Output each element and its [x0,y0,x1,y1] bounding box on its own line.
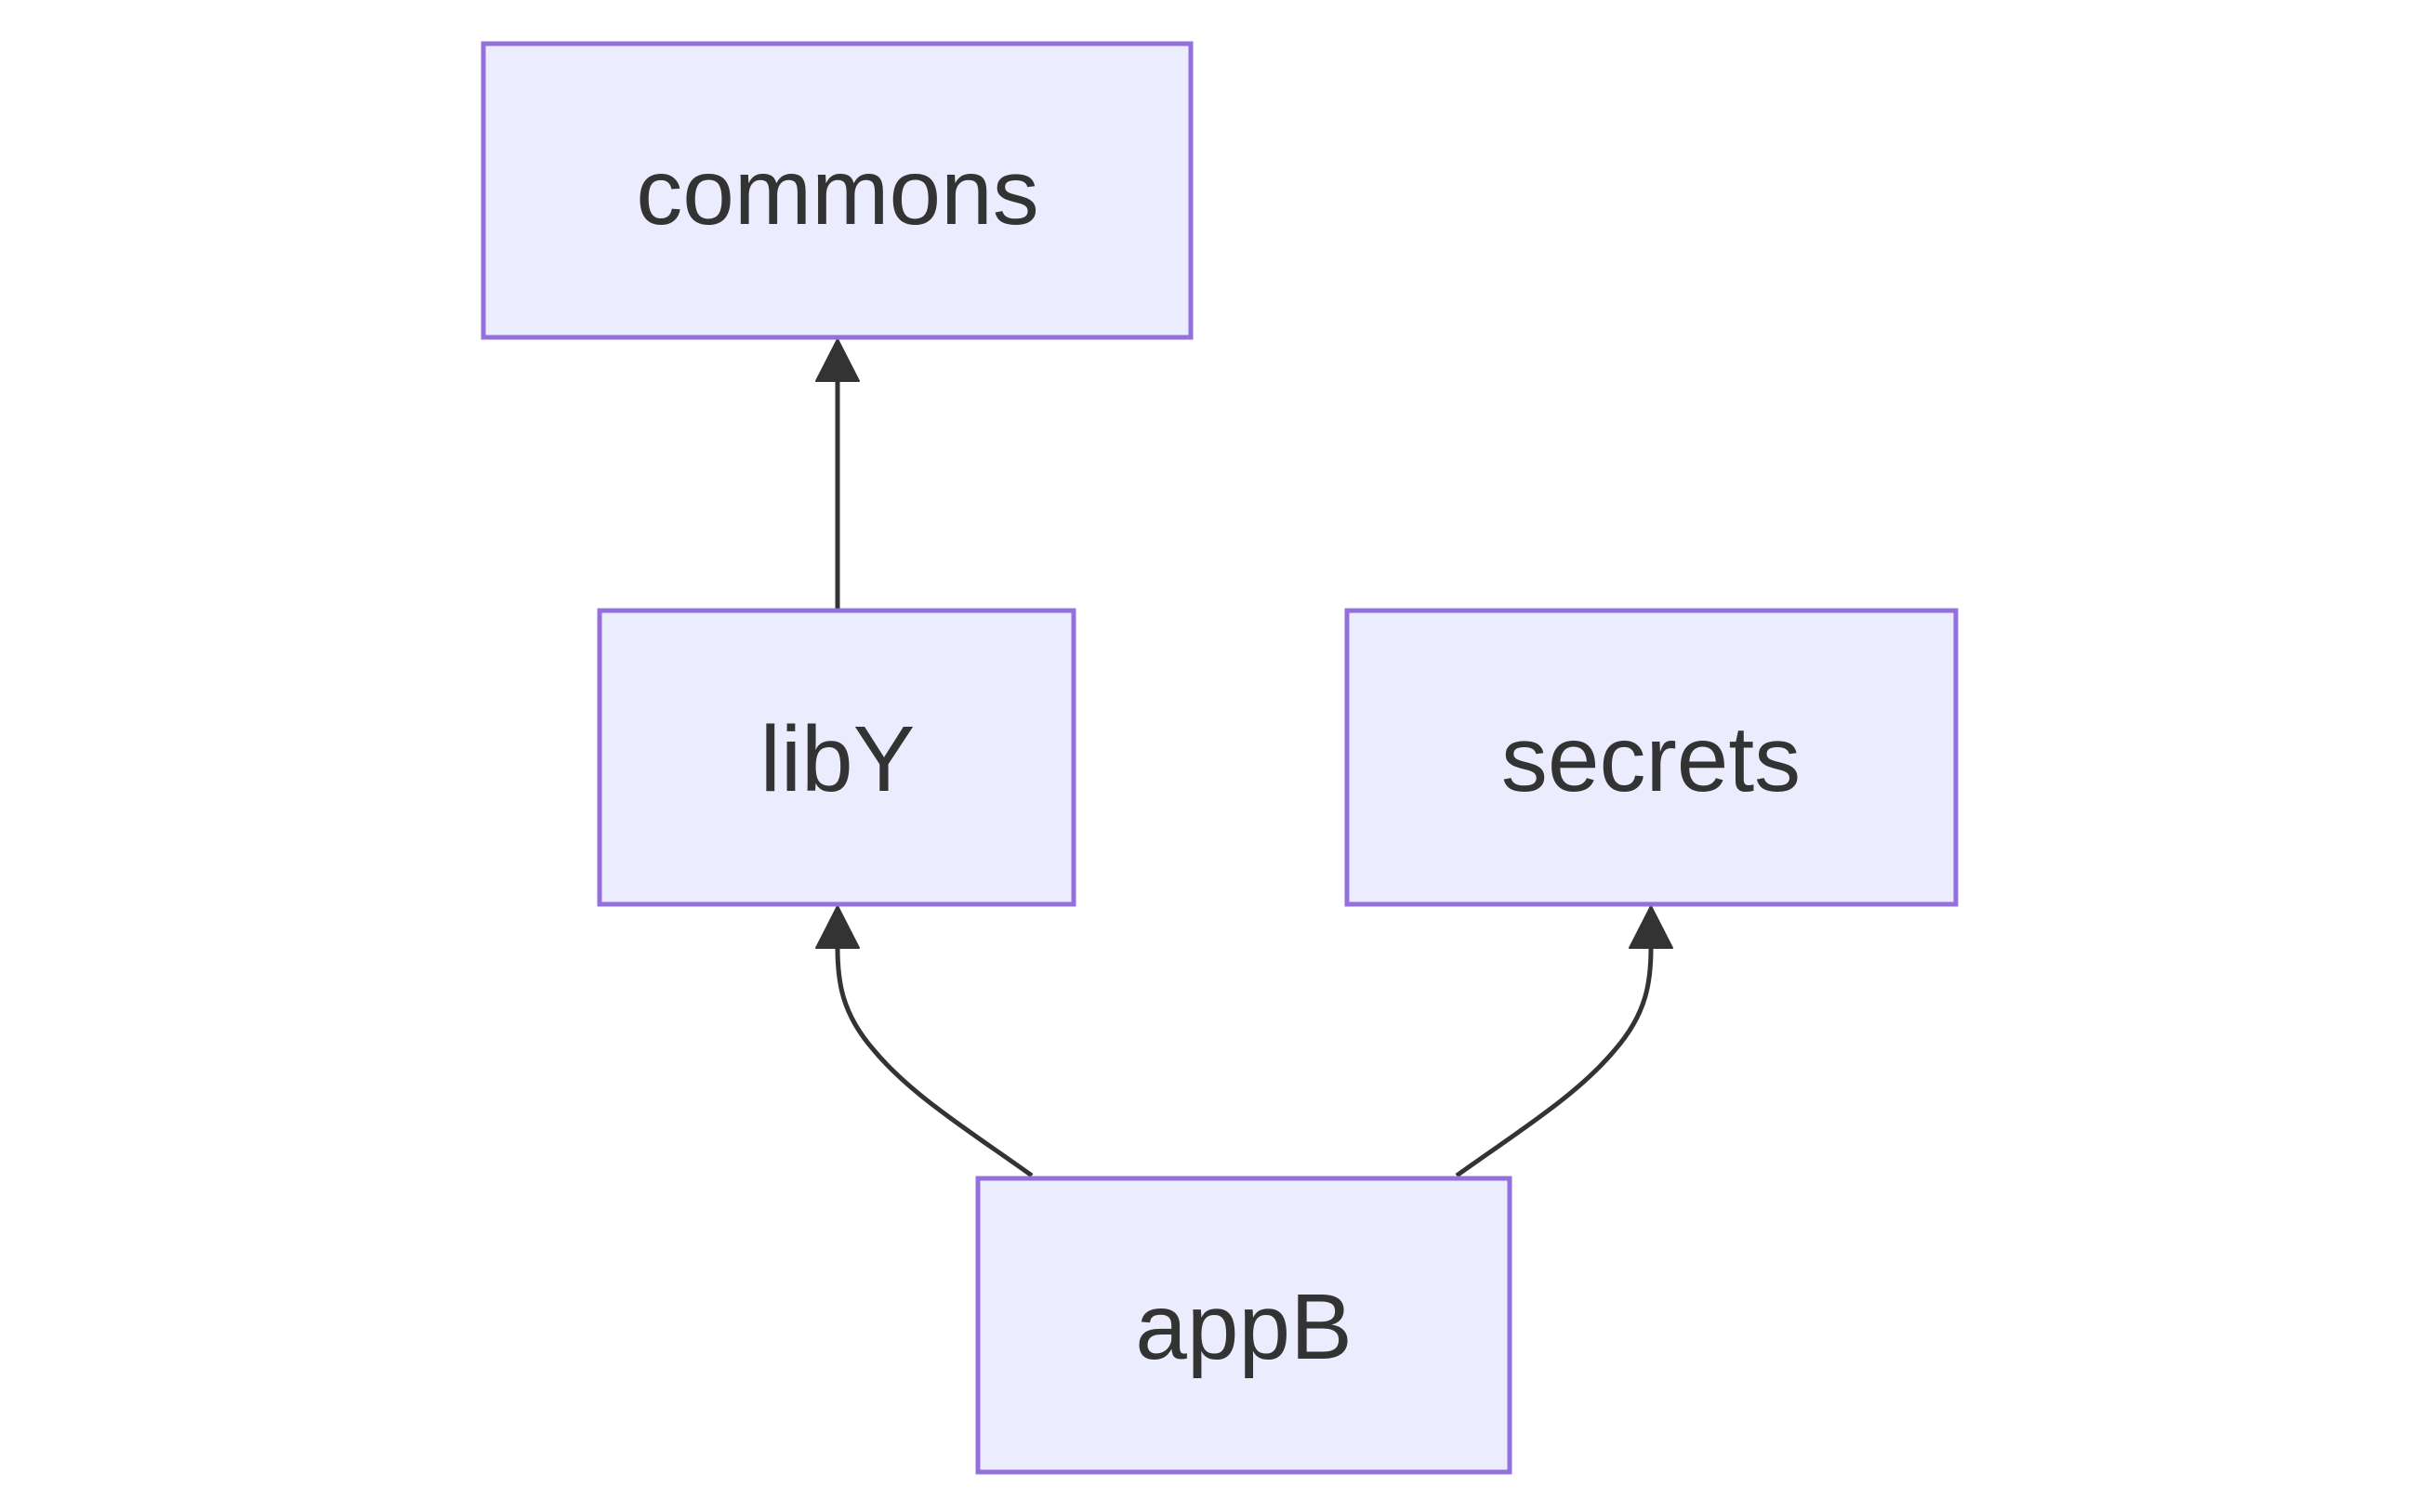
node-commons-box [481,41,1194,340]
node-appb[interactable]: appB [975,1176,1512,1475]
edges [815,338,1673,1178]
arrow-head-secrets [1629,905,1673,949]
node-secrets[interactable]: secrets [1344,608,1959,907]
edge-appb-to-liby [815,905,1034,1178]
edge-line-appb-liby [835,947,1034,1178]
node-liby[interactable]: libY [597,608,1076,907]
node-secrets-label: secrets [1501,707,1801,811]
node-liby-box [597,608,1076,907]
arrow-head-liby [815,905,860,949]
edge-appb-to-secrets [1455,905,1673,1178]
node-liby-label: libY [760,707,916,811]
node-appb-label: appB [1135,1275,1353,1379]
edge-line-appb-secrets [1455,947,1654,1178]
node-secrets-box [1344,608,1959,907]
edge-liby-to-commons [815,338,860,609]
node-appb-box [975,1176,1512,1475]
node-commons[interactable]: commons [481,41,1194,340]
node-commons-label: commons [636,140,1038,244]
arrow-head-commons [815,338,860,382]
